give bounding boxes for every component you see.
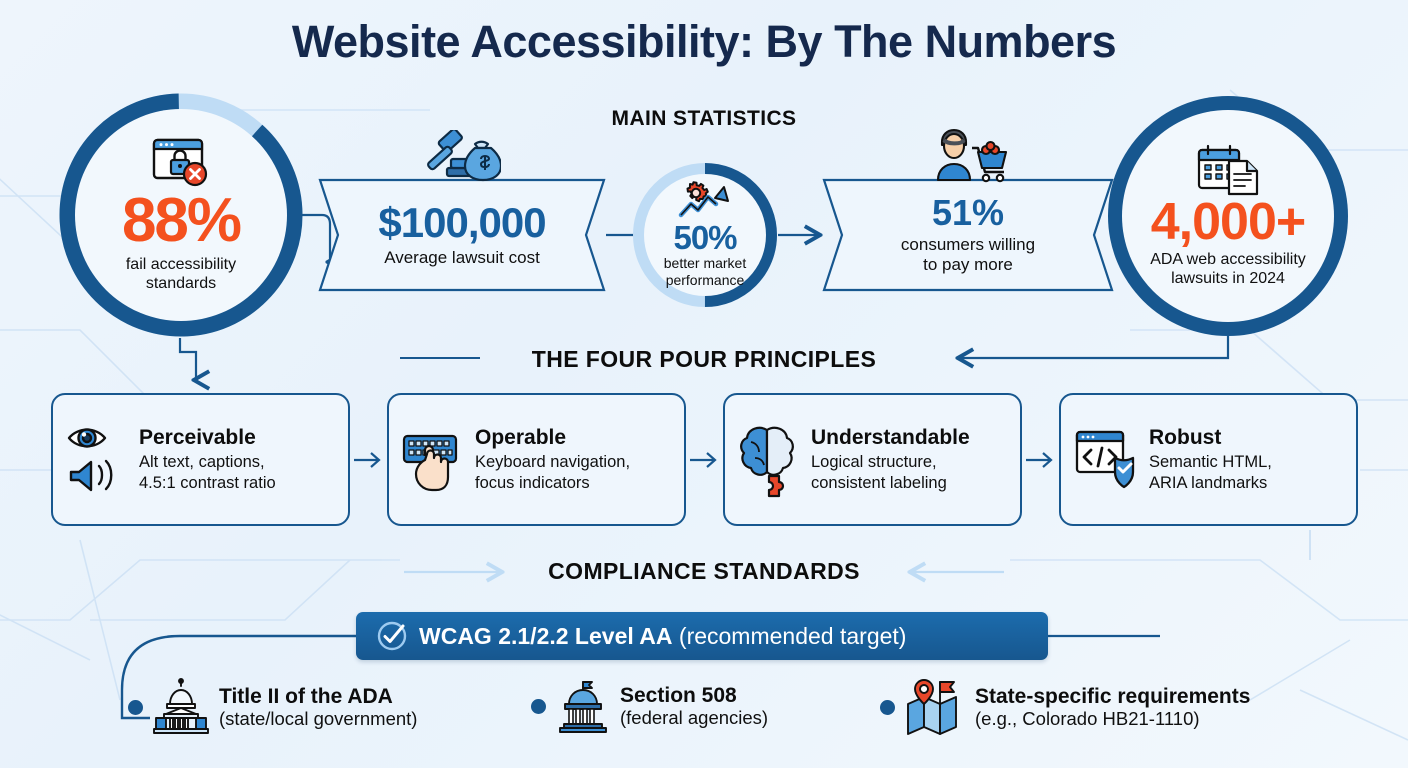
compliance-item-state-specific[interactable]: State-specific requirements (e.g., Color…	[880, 678, 1250, 736]
eye-speaker-icon	[65, 420, 129, 500]
brain-puzzle-icon	[737, 420, 801, 500]
pour-title: Operable	[475, 426, 567, 450]
stat-caption: ADA web accessibility lawsuits in 2024	[1150, 250, 1306, 287]
compliance-sub: (federal agencies)	[620, 707, 769, 729]
keyboard-hand-icon	[401, 420, 465, 500]
compliance-title: Section 508	[620, 683, 737, 707]
pour-arrow-icon	[690, 452, 717, 468]
bullet-dot	[531, 698, 546, 714]
wcag-main: WCAG 2.1/2.2 Level AA	[419, 622, 673, 649]
shopper-cart-icon	[926, 126, 1010, 184]
stat-value: 51%	[931, 191, 1005, 233]
calendar-document-icon	[1195, 144, 1261, 196]
stat-caption: consumers willing to pay more	[900, 234, 1036, 274]
pour-arrow-icon	[1026, 452, 1053, 468]
stat-card-better-market-performance: 50% better market performance	[632, 162, 778, 308]
wcag-label: WCAG 2.1/2.2 Level AA (recommended targe…	[419, 623, 906, 650]
pour-title: Robust	[1149, 426, 1222, 450]
pour-desc: Alt text, captions, 4.5:1 contrast ratio	[139, 453, 276, 492]
wcag-sub: (recommended target)	[678, 622, 907, 649]
compliance-sub: (state/local government)	[219, 708, 418, 730]
stat-card-average-lawsuit-cost: $100,000 Average lawsuit cost	[318, 128, 606, 292]
stat-card-consumers-willing-to-pay-more: 51% consumers willing to pay more	[822, 128, 1114, 292]
map-pin-flag-icon	[904, 678, 966, 736]
page-title: Website Accessibility: By The Numbers	[291, 16, 1117, 67]
compliance-item-title-ii[interactable]: Title II of the ADA (state/local governm…	[128, 678, 417, 736]
compliance-sub: (e.g., Colorado HB21-1110)	[975, 708, 1200, 730]
section-header-compliance: COMPLIANCE STANDARDS	[548, 558, 860, 584]
compliance-title: Title II of the ADA	[219, 684, 393, 708]
capitol-building-icon	[152, 678, 210, 736]
section-header-four-pour: THE FOUR POUR PRINCIPLES	[531, 346, 877, 372]
stat-value: 50%	[673, 219, 737, 257]
bullet-dot	[880, 699, 895, 715]
check-circle-icon	[376, 620, 408, 652]
pour-arrow-icon	[354, 452, 381, 468]
pour-title: Perceivable	[139, 426, 256, 450]
pour-card-understandable[interactable]: Understandable Logical structure, consis…	[723, 393, 1022, 526]
browser-lock-error-icon	[150, 136, 212, 188]
gavel-money-bag-icon	[423, 128, 503, 184]
pour-desc: Keyboard navigation, focus indicators	[475, 453, 631, 492]
government-building-flag-icon	[555, 678, 611, 734]
stat-caption: better market performance	[663, 255, 747, 288]
code-browser-shield-icon	[1073, 420, 1139, 500]
compliance-title: State-specific requirements	[975, 684, 1251, 708]
stat-value: 88%	[121, 186, 242, 256]
gear-growth-arrow-icon	[677, 181, 733, 221]
compliance-item-section-508[interactable]: Section 508 (federal agencies)	[531, 678, 768, 734]
stat-value: $100,000	[378, 198, 546, 246]
pour-desc: Semantic HTML, ARIA landmarks	[1149, 453, 1272, 492]
stat-value: 4,000+	[1150, 192, 1306, 251]
pour-card-operable[interactable]: Operable Keyboard navigation, focus indi…	[387, 393, 686, 526]
stat-caption: fail accessibility standards	[125, 256, 237, 292]
pour-desc: Logical structure, consistent labeling	[811, 453, 947, 492]
wcag-banner[interactable]: WCAG 2.1/2.2 Level AA (recommended targe…	[356, 612, 1048, 660]
pour-title: Understandable	[811, 426, 970, 450]
bullet-dot	[128, 699, 143, 715]
pour-card-perceivable[interactable]: Perceivable Alt text, captions, 4.5:1 co…	[51, 393, 350, 526]
pour-card-robust[interactable]: Robust Semantic HTML, ARIA landmarks	[1059, 393, 1358, 526]
stat-card-ada-lawsuits: 4,000+ ADA web accessibility lawsuits in…	[1108, 96, 1348, 336]
stat-caption: Average lawsuit cost	[384, 247, 540, 267]
section-header-main-statistics: MAIN STATISTICS	[611, 107, 797, 130]
